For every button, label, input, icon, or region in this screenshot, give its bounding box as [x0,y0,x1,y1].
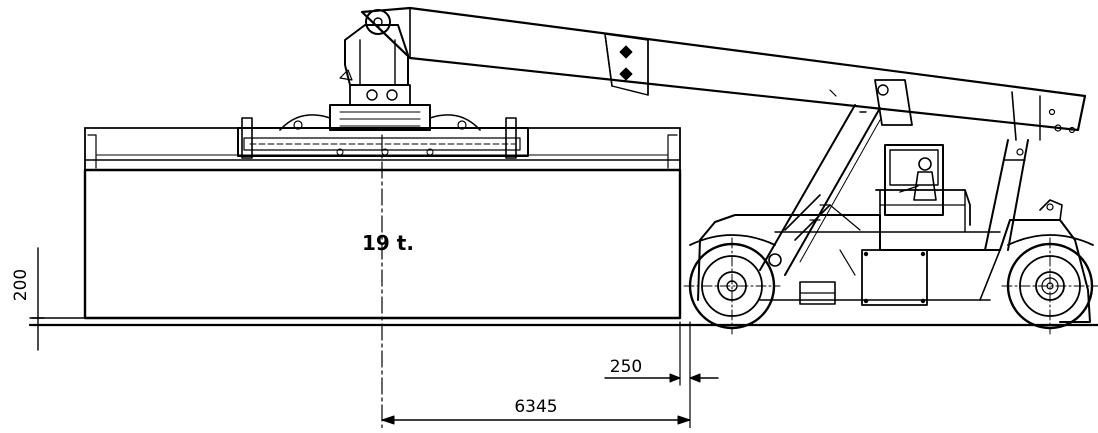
reach-dimension-label: 6345 [514,397,557,417]
height-dimension-label: 200 [11,269,31,301]
front-wheel [683,234,781,335]
rear-wheel [1001,234,1098,335]
offset-dimension-label: 250 [610,357,642,377]
boom-support [759,79,913,276]
offset-dimension [604,321,719,429]
reach-dimension [381,415,691,425]
access-steps [784,194,861,276]
height-dimension [31,247,45,351]
rear-frame [984,139,1029,251]
operator-cab [875,144,971,251]
spreader [237,84,529,159]
load-label: 19 t. [362,231,414,255]
boom-head-rotator [339,9,409,86]
boom [360,6,1087,141]
